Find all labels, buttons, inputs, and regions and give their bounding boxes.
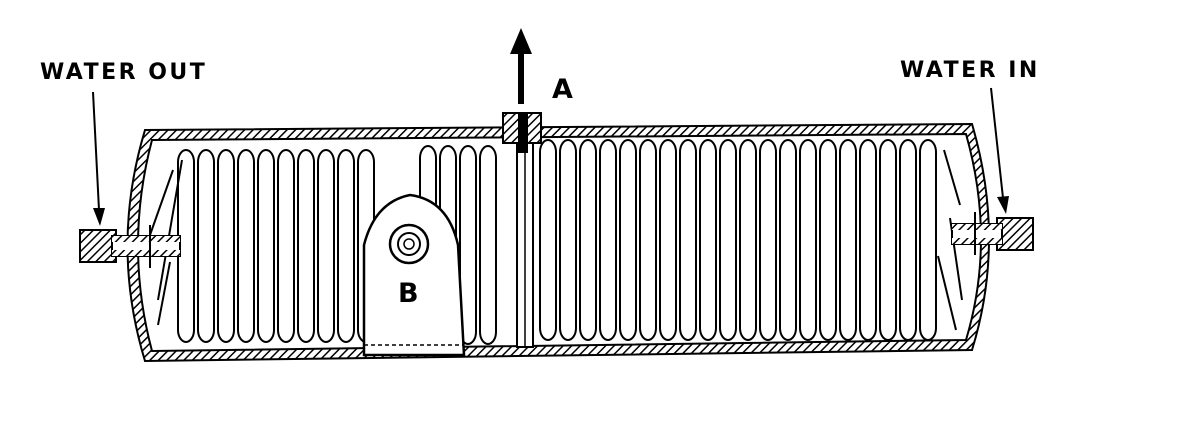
coil-loop	[559, 139, 577, 341]
coil-loop	[277, 149, 295, 343]
coil-loop	[479, 145, 497, 345]
coil-loop	[599, 139, 617, 341]
coil-loop	[759, 139, 777, 341]
water-in-arrow	[990, 87, 1009, 214]
water-out-arrow	[92, 91, 105, 226]
coil-loop	[619, 139, 637, 341]
water-in-nozzle	[951, 212, 1034, 255]
water-in-label: WATER IN	[900, 58, 1040, 83]
coil-loop	[919, 139, 937, 341]
coil-loop	[859, 139, 877, 341]
cooling-coils	[177, 139, 937, 345]
water-out-nozzle	[79, 225, 181, 268]
coil-loop	[257, 149, 275, 343]
coil-loop	[799, 139, 817, 341]
coil-loop	[639, 139, 657, 341]
point-a-label: A	[552, 74, 573, 105]
coil-loop	[297, 149, 315, 343]
center-partition	[516, 131, 534, 348]
coil-loop	[739, 139, 757, 341]
coil-loop	[679, 139, 697, 341]
coil-loop	[217, 149, 235, 343]
coil-loop	[317, 149, 335, 343]
coil-loop	[659, 139, 677, 341]
point-b-label: B	[398, 278, 419, 309]
mounting-bracket	[362, 193, 466, 357]
coil-loop	[459, 145, 477, 345]
flow-a-arrow	[510, 28, 532, 104]
top-fitting-a	[502, 112, 542, 153]
coil-loop	[719, 139, 737, 341]
coil-loop	[539, 139, 557, 341]
coil-loop	[237, 149, 255, 343]
coil-loop	[879, 139, 897, 341]
coil-loop	[197, 149, 215, 343]
coil-loop	[779, 139, 797, 341]
coil-loop	[337, 149, 355, 343]
coil-loop	[839, 139, 857, 341]
coil-loop	[579, 139, 597, 341]
coil-loop	[699, 139, 717, 341]
coil-loop	[899, 139, 917, 341]
coil-loop	[819, 139, 837, 341]
water-out-label: WATER OUT	[40, 60, 207, 85]
